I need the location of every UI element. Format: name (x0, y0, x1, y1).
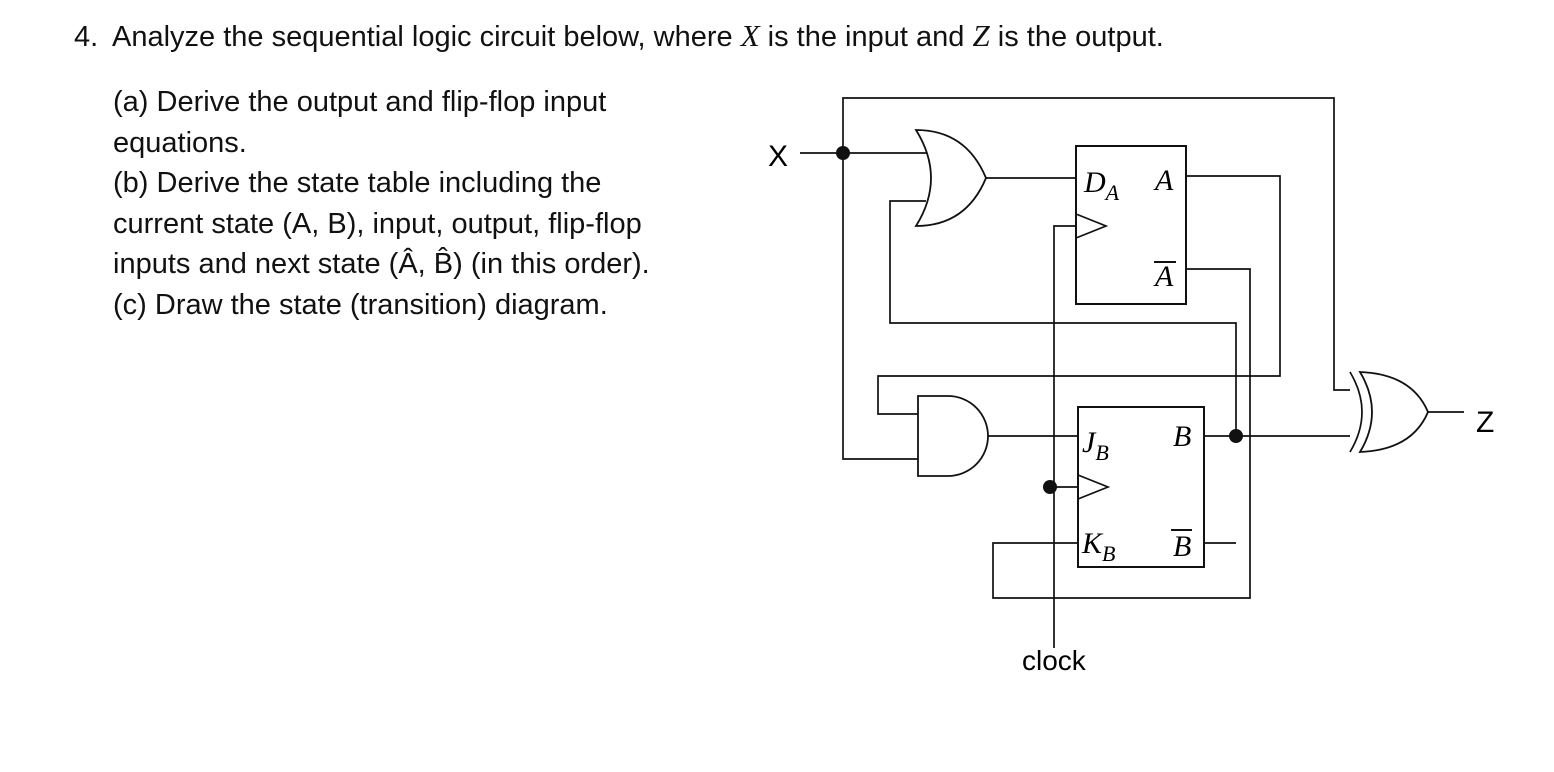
wire-clock-ff-a (1053, 225, 1076, 648)
stem-var-x: X (740, 18, 760, 53)
wire-b-to-or (889, 200, 1237, 436)
wire-x-to-xor (842, 97, 1350, 391)
part-b-line-3: inputs and next state (Â, B̂) (in this o… (113, 248, 650, 281)
flip-flop-b: JB B KB B (1077, 406, 1205, 568)
and-gate (917, 395, 989, 477)
xor-gate (1349, 371, 1429, 453)
junction-x (836, 146, 850, 160)
clock-label: clock (1022, 645, 1087, 676)
question-stem: 4. Analyze the sequential logic circuit b… (74, 14, 1164, 59)
ff-b-k-label: KB (1081, 527, 1115, 566)
wire-abar-to-kb (992, 268, 1251, 599)
output-label-z: Z (1476, 406, 1494, 439)
part-a-line-2: equations. (113, 126, 247, 159)
part-b-line-2: current state (A, B), input, output, fli… (113, 207, 642, 240)
flip-flop-b-clock-icon (1077, 474, 1111, 500)
or-gate (914, 129, 987, 227)
wires (800, 97, 1464, 648)
flip-flop-a-clock-icon (1075, 213, 1109, 239)
wire-a-to-and (877, 175, 1281, 415)
ff-a-d-label: DA (1083, 166, 1120, 205)
wire-x-to-and (842, 153, 922, 460)
ff-b-qbar-label: B (1173, 530, 1191, 563)
ff-b-q-label: B (1173, 420, 1191, 453)
stem-text-3: is the output. (989, 21, 1164, 53)
stem-text-1: Analyze the sequential logic circuit bel… (112, 21, 741, 53)
part-c-line-1: (c) Draw the state (transition) diagram. (113, 288, 608, 321)
question-parts: (a) Derive the output and flip-flop inpu… (113, 82, 713, 326)
ff-a-qbar-label: A (1153, 260, 1174, 293)
question-number: 4. (74, 21, 99, 53)
ff-b-j-label: JB (1082, 426, 1109, 465)
ff-a-q-label: A (1153, 164, 1174, 197)
flip-flop-a: DA A A (1075, 145, 1187, 305)
stem-text-2: is the input and (759, 21, 973, 53)
junction-b (1229, 429, 1243, 443)
part-b-line-1: (b) Derive the state table including the (113, 167, 602, 200)
flip-flop-a-box (1075, 145, 1187, 305)
stem-var-z: Z (972, 18, 990, 53)
input-label-x: X (768, 140, 788, 173)
flip-flop-b-box (1077, 406, 1205, 568)
junction-clock (1043, 480, 1057, 494)
part-a-line-1: (a) Derive the output and flip-flop inpu… (113, 86, 607, 118)
